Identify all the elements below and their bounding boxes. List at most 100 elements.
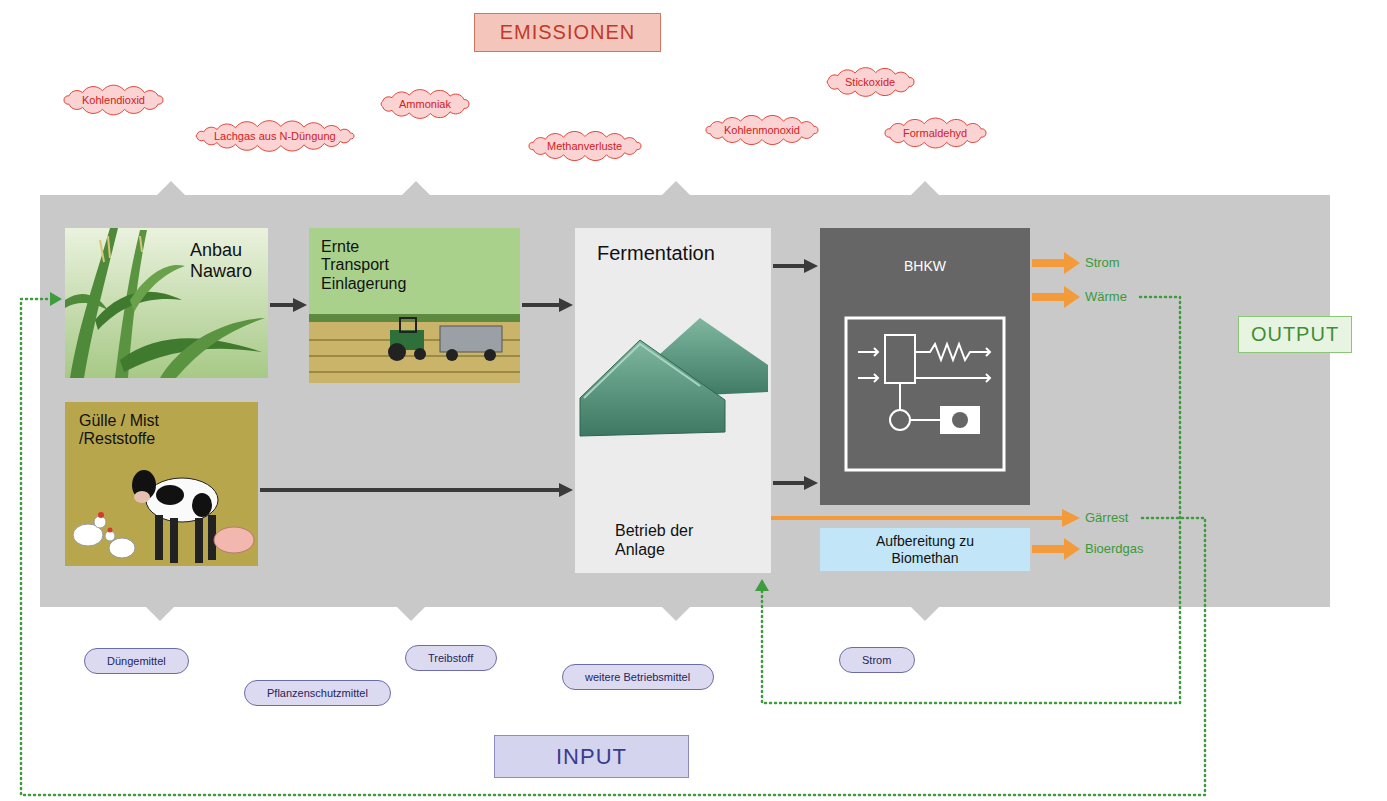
- heat-feedback-line: [762, 297, 1180, 703]
- output-arrow: [1032, 293, 1064, 301]
- section-header: INPUT: [494, 735, 689, 778]
- emission-cloud: Ammoniak: [377, 91, 473, 117]
- trailer-wheel: [484, 349, 496, 361]
- input-pill: weitere Betriebsmittel: [562, 664, 714, 690]
- tractor-cab: [400, 318, 416, 332]
- feedback-arrowhead: [50, 292, 62, 306]
- input-pill: Pflanzenschutzmittel: [244, 680, 391, 706]
- chicken-comb: [98, 512, 104, 518]
- flow-arrow: [773, 481, 804, 485]
- trailer-wheel: [446, 349, 458, 361]
- engine-crank: [890, 410, 910, 430]
- box-text: BHKW: [820, 258, 1030, 274]
- pill-text: weitere Betriebsmittel: [585, 670, 691, 684]
- engine-shaft: [910, 419, 940, 421]
- flow-arrow: [522, 303, 559, 307]
- pig: [214, 527, 254, 553]
- feedback-arrowhead: [755, 579, 769, 591]
- harvest-picture: [309, 228, 520, 383]
- maize-tassel: [100, 236, 142, 262]
- maize-leaf: [65, 294, 108, 310]
- cloud-text: Formaldehyd: [903, 126, 968, 140]
- cow-patch: [156, 485, 184, 505]
- cloud-text: Ammoniak: [399, 97, 451, 111]
- band-notch: [911, 181, 939, 195]
- fermentation-panel: [575, 228, 771, 573]
- livestock-picture: [65, 402, 258, 566]
- header-text: INPUT: [556, 744, 627, 770]
- pill-text: Pflanzenschutzmittel: [267, 686, 368, 700]
- cloud-text: Kohlenmonoxid: [724, 123, 800, 137]
- tractor-wheel: [388, 343, 406, 361]
- band-notch: [662, 181, 690, 195]
- chp-unit: [820, 228, 1030, 505]
- box-text: Anbau Nawaro: [190, 240, 262, 281]
- process-box: Aufbereitung zu Biomethan: [820, 528, 1030, 571]
- maize-picture: [65, 228, 268, 378]
- output-label: Gärrest: [1085, 509, 1128, 527]
- chicken-comb: [108, 528, 113, 533]
- section-header: OUTPUT: [1238, 316, 1352, 353]
- cow-leg: [195, 518, 203, 563]
- engine-inlet: [858, 348, 878, 382]
- output-arrow: [1032, 545, 1064, 553]
- engine-outlet: [915, 374, 990, 382]
- input-pill: Treibstoff: [405, 645, 497, 671]
- cow-patch: [192, 493, 212, 517]
- process-band: [40, 195, 1330, 607]
- emission-cloud: Kohlendioxid: [60, 87, 167, 113]
- process-box: Gülle / Mist /Reststoffe: [65, 402, 258, 566]
- output-arrow: [1064, 538, 1080, 560]
- cloud-outline: [706, 115, 818, 144]
- digestate-feedback-line: [21, 299, 1205, 795]
- output-arrow: [1062, 509, 1080, 527]
- cloud-outline: [64, 85, 163, 115]
- output-label: Bioerdgas: [1085, 540, 1144, 558]
- cloud-outline: [381, 90, 469, 119]
- engine-exhaust: [915, 344, 990, 360]
- cloud-outline: [885, 118, 986, 148]
- cow-leg: [155, 515, 163, 560]
- box-text: Aufbereitung zu Biomethan: [873, 533, 977, 565]
- process-box: BHKW: [820, 228, 1030, 505]
- output-arrow: [1064, 286, 1080, 308]
- section-header: EMISSIONEN: [474, 13, 661, 52]
- maize-leaf: [130, 265, 185, 312]
- header-text: OUTPUT: [1251, 323, 1339, 346]
- digester-dome: [580, 340, 725, 436]
- emission-cloud: Lachgas aus N-Düngung: [192, 123, 358, 149]
- chicken: [109, 538, 135, 558]
- input-pill: Strom: [839, 647, 915, 673]
- band-notch: [402, 181, 430, 195]
- engine-cylinder: [885, 335, 915, 383]
- output-arrow: [1032, 259, 1064, 267]
- band-notch: [662, 607, 690, 621]
- emission-cloud: Stickoxide: [823, 69, 918, 95]
- tractor-wheel: [414, 348, 426, 360]
- cloud-text: Stickoxide: [845, 75, 896, 89]
- process-box: Ernte Transport Einlagerung: [309, 228, 520, 383]
- cow-muzzle: [134, 491, 150, 503]
- box-text: Gülle / Mist /Reststoffe: [79, 412, 189, 449]
- generator-core: [952, 412, 968, 428]
- output-label: Strom: [1085, 254, 1120, 272]
- flow-arrow: [773, 264, 804, 268]
- maize-leaf: [160, 318, 265, 378]
- emission-cloud: Formaldehyd: [881, 120, 990, 146]
- dome-highlight: [584, 344, 700, 398]
- band-notch: [146, 607, 174, 621]
- cow-leg: [170, 518, 178, 563]
- band-notch: [911, 607, 939, 621]
- engine-rod: [899, 383, 901, 410]
- flow-arrow: [270, 303, 293, 307]
- pill-text: Treibstoff: [428, 651, 474, 665]
- trailer: [440, 326, 502, 352]
- engine-frame: [846, 318, 1004, 470]
- emission-cloud: Methanverluste: [525, 133, 645, 159]
- flow-arrow: [260, 488, 559, 492]
- input-pill: Düngemittel: [84, 648, 189, 674]
- generator: [940, 406, 980, 434]
- header-text: EMISSIONEN: [500, 21, 636, 44]
- pill-text: Düngemittel: [107, 654, 166, 668]
- process-box: Anbau Nawaro: [65, 228, 268, 378]
